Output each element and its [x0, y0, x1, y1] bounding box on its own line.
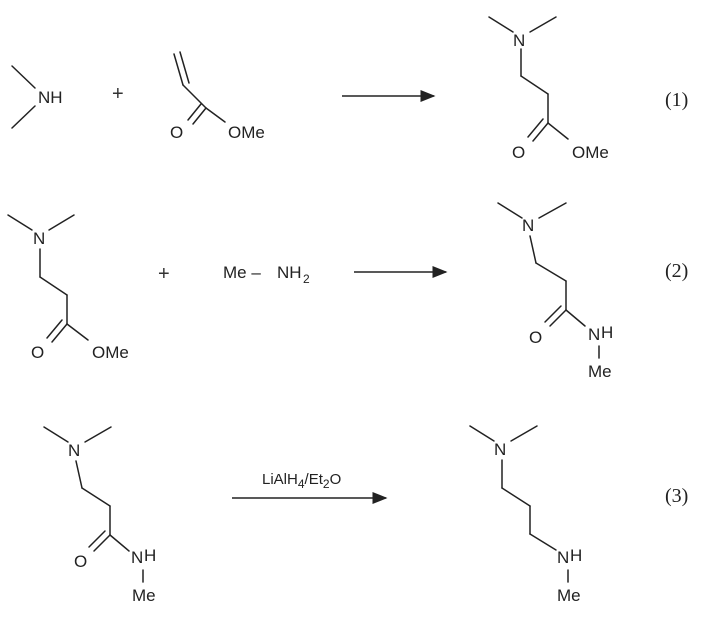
atom-Me: Me –: [223, 263, 261, 282]
reaction-number-1: (1): [665, 89, 688, 111]
atom-OMe: OMe: [572, 143, 609, 162]
reactant-amide-molecule: N O N H Me: [43, 426, 156, 605]
atom-NH: NH: [277, 263, 302, 282]
product-1-molecule: N O OMe: [488, 16, 609, 162]
reactant-ester-molecule: N O OMe: [7, 214, 129, 362]
plus-sign: +: [112, 83, 124, 105]
atom-OMe: OMe: [92, 343, 129, 362]
reagent-lialh4: LiAlH4/Et2O: [262, 471, 341, 491]
reaction-2: N O OMe + Me – NH 2 N O N: [7, 202, 688, 381]
dimethylamine-molecule: NH: [11, 65, 63, 129]
atom-O: O: [170, 123, 183, 142]
atom-N: N: [513, 31, 525, 50]
atom-N: N: [131, 548, 143, 567]
atom-Me: Me: [588, 362, 612, 381]
reaction-number-2: (2): [665, 260, 688, 282]
atom-O: O: [529, 328, 542, 347]
reaction-3: N O N H Me LiAlH4/Et2O N N H: [43, 425, 688, 605]
atom-N: N: [68, 441, 80, 460]
atom-H: H: [144, 546, 156, 565]
atom-Me: Me: [557, 586, 581, 605]
reaction-number-3: (3): [665, 485, 688, 507]
atom-subscript: 2: [303, 272, 310, 286]
methylamine-molecule: Me – NH 2: [223, 263, 310, 286]
atom-O: O: [512, 143, 525, 162]
product-3-molecule: N N H Me: [469, 425, 582, 605]
atom-N: N: [588, 325, 600, 344]
atom-N: N: [557, 548, 569, 567]
atom-N: N: [494, 440, 506, 459]
reagent-label: LiAlH4/Et2O: [262, 471, 341, 491]
methyl-acrylate-molecule: O OMe: [170, 51, 265, 142]
product-2-molecule: N O N H Me: [497, 202, 613, 381]
atom-NH: NH: [38, 88, 63, 107]
reaction-1: NH + O OMe N O OMe (1): [11, 16, 688, 162]
atom-Me: Me: [132, 586, 156, 605]
atom-O: O: [74, 552, 87, 571]
atom-H: H: [601, 323, 613, 342]
atom-N: N: [33, 229, 45, 248]
atom-O: O: [31, 343, 44, 362]
plus-sign: +: [158, 263, 170, 285]
atom-N: N: [522, 216, 534, 235]
atom-H: H: [570, 546, 582, 565]
atom-OMe: OMe: [228, 123, 265, 142]
